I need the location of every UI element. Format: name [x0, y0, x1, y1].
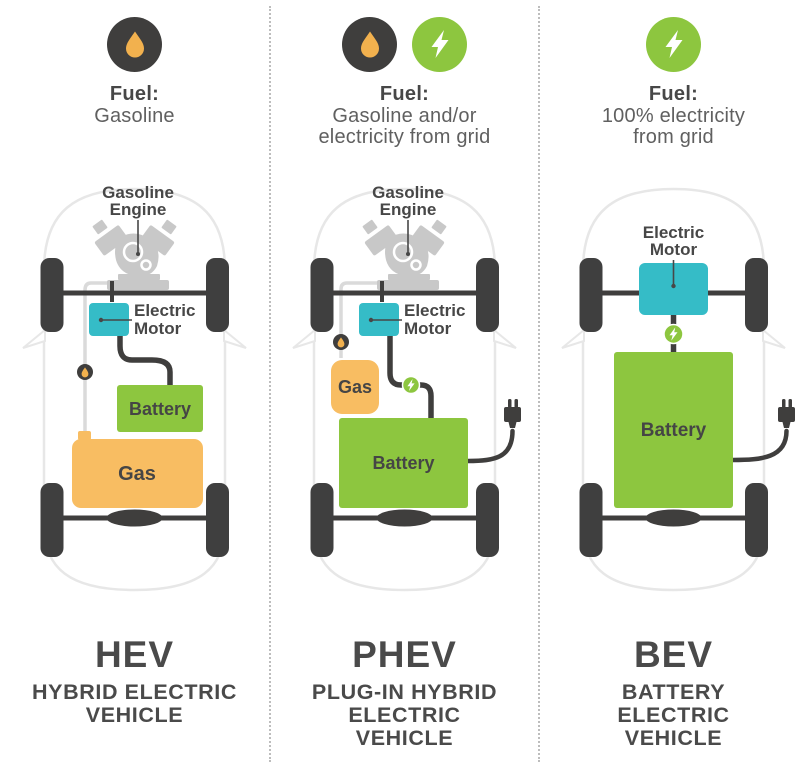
hev-acronym: HEV: [94, 634, 175, 675]
wheel: [206, 258, 229, 332]
hev-footer: HEV HYBRID ELECTRIC VEHICLE: [0, 636, 269, 727]
engine-label: Engine: [110, 200, 167, 219]
gas-label: Gas: [338, 377, 372, 397]
phev-footer: PHEV PLUG-IN HYBRID ELECTRIC VEHICLE: [270, 636, 539, 751]
wheel: [579, 483, 603, 557]
motor-label: Motor: [134, 319, 182, 338]
phev-fuel-desc: Gasoline and/or electricity from grid: [318, 105, 491, 148]
left-mirror: [22, 327, 46, 349]
battery-label: Battery: [372, 453, 434, 473]
phev-header: Fuel: Gasoline and/or electricity from g…: [270, 16, 539, 148]
right-mirror: [762, 327, 786, 349]
charging-cord: [465, 428, 515, 464]
gas-label: Gas: [118, 463, 156, 485]
column-phev: Fuel: Gasoline and/or electricity from g…: [270, 0, 539, 768]
charging-plug-icon: [778, 399, 795, 428]
left-mirror: [561, 327, 585, 349]
motor-label: Electric: [134, 301, 195, 320]
fuel-line: [339, 281, 379, 358]
battery-label: Battery: [129, 399, 191, 419]
bev-acronym: BEV: [633, 634, 714, 675]
differential: [645, 509, 702, 527]
bev-fuel-desc: 100% electricity from grid: [601, 105, 746, 148]
gas-filler-nub: [78, 431, 91, 440]
electric-motor-box: [639, 263, 708, 315]
wheel: [579, 258, 603, 332]
gasoline-engine-icon: [92, 219, 177, 290]
gas-tank: [331, 360, 379, 414]
engine-label: Gasoline: [102, 183, 174, 202]
phev-name: PLUG-IN HYBRID ELECTRIC VEHICLE: [311, 680, 498, 751]
hev-fuel-title: Fuel:: [109, 83, 160, 105]
engine-label: Engine: [380, 200, 437, 219]
bev-name: BATTERY ELECTRIC VEHICLE: [617, 680, 730, 751]
motor-battery-wire: [117, 333, 173, 388]
right-mirror: [223, 327, 247, 349]
bev-car-diagram: Battery Electric Motor: [561, 187, 795, 592]
battery-box: [117, 385, 203, 432]
charging-cord: [730, 428, 789, 463]
electricity-icon: [646, 16, 701, 72]
battery-box: [614, 352, 733, 508]
electricity-marker-icon: [401, 375, 421, 395]
hev-header: Fuel: Gasoline: [0, 16, 269, 127]
battery-box: [339, 418, 468, 508]
column-bev: Fuel: 100% electricity from grid: [539, 0, 808, 768]
phev-car-diagram: Gasoline Engine Gas Battery Electric Mot…: [292, 183, 521, 592]
bev-footer: BEV BATTERY ELECTRIC VEHICLE: [539, 636, 808, 751]
phev-fuel-icons: [270, 16, 539, 72]
differential: [376, 509, 433, 527]
charging-plug-icon: [504, 399, 521, 428]
hev-car-diagram: Gasoline Engine Battery Gas Electric Mot…: [22, 183, 247, 592]
bev-header: Fuel: 100% electricity from grid: [539, 16, 808, 148]
wheel: [476, 258, 499, 332]
column-divider: [269, 6, 271, 762]
wheel: [310, 258, 334, 332]
wheel: [745, 483, 768, 557]
battery-label: Battery: [641, 420, 707, 441]
wheel: [40, 483, 64, 557]
wheel: [310, 483, 334, 557]
motor-label: Motor: [404, 319, 452, 338]
bev-fuel-title: Fuel:: [648, 83, 699, 105]
engine-label: Gasoline: [372, 183, 444, 202]
wheel: [745, 258, 768, 332]
column-hev: Fuel: Gasoline: [0, 0, 269, 768]
wheel: [476, 483, 499, 557]
right-mirror: [493, 327, 517, 349]
fuel-drop-marker-icon: [77, 364, 93, 380]
wheel: [40, 258, 64, 332]
motor-label: Motor: [650, 240, 698, 259]
differential: [106, 509, 163, 527]
fuel-drop-icon: [107, 16, 162, 72]
hev-fuel-desc: Gasoline: [94, 105, 175, 127]
wheel: [206, 483, 229, 557]
column-divider: [538, 6, 540, 762]
bev-fuel-icons: [539, 16, 808, 72]
motor-label: Electric: [643, 223, 704, 242]
fuel-line: [83, 281, 112, 433]
phev-fuel-title: Fuel:: [379, 83, 430, 105]
phev-acronym: PHEV: [352, 634, 457, 675]
motor-label: Electric: [404, 301, 465, 320]
fuel-drop-icon: [342, 16, 397, 72]
gas-tank: [72, 439, 203, 508]
electricity-icon: [412, 16, 467, 72]
left-mirror: [292, 327, 316, 349]
hev-name: HYBRID ELECTRIC VEHICLE: [32, 680, 237, 728]
electricity-marker-icon: [663, 323, 684, 345]
fuel-drop-marker-icon: [333, 334, 349, 350]
hev-fuel-icons: [0, 16, 269, 72]
